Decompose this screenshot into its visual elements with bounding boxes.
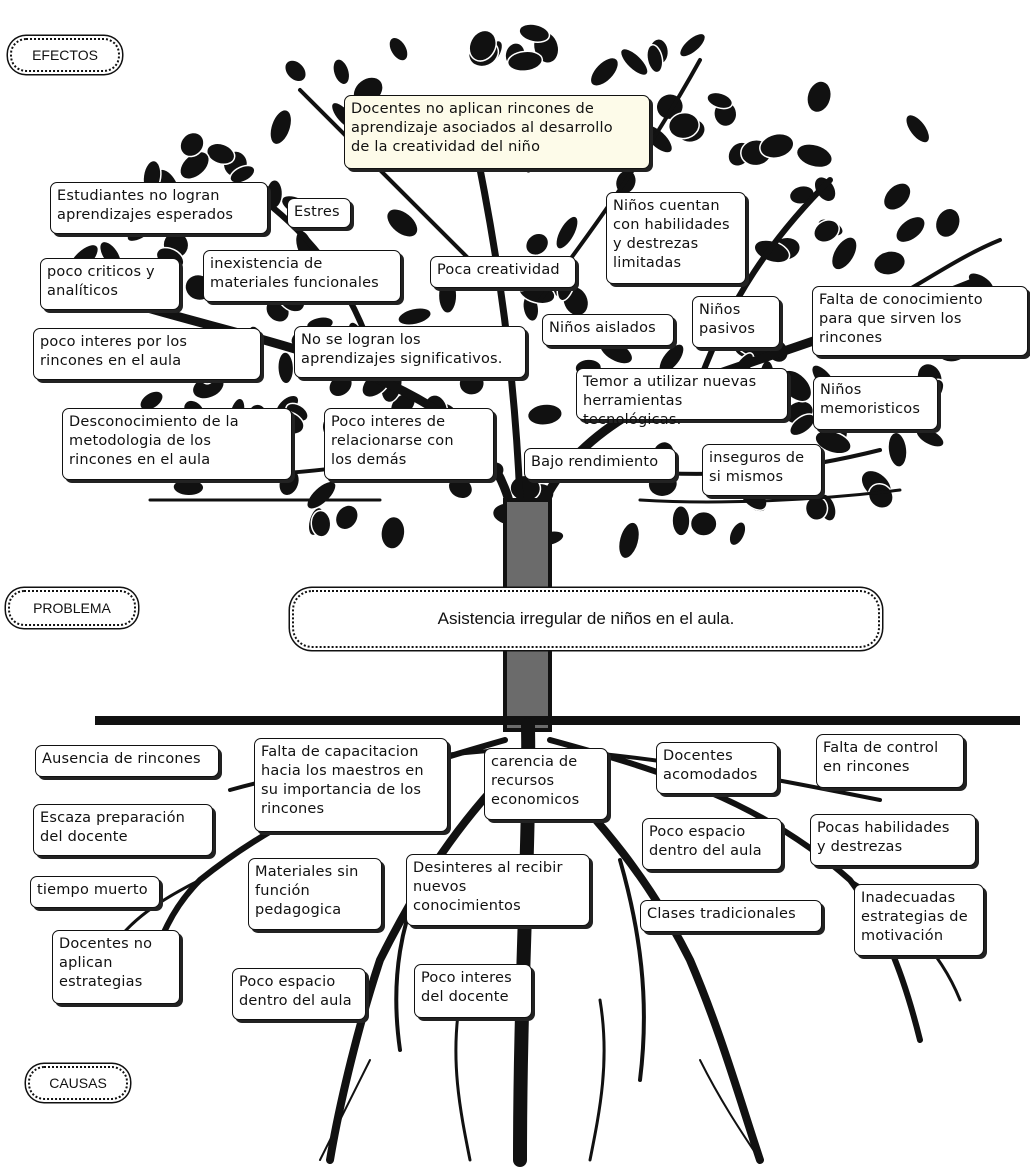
- effect-ninos-habilidades: Niños cuentan con habilidades y destreza…: [606, 192, 746, 284]
- leaf: [518, 23, 551, 43]
- leaf: [915, 426, 945, 448]
- leaf: [334, 504, 359, 531]
- leaf: [806, 80, 833, 114]
- problema-label: PROBLEMA: [8, 590, 136, 626]
- effect-ninos-pasivos: Niños pasivos: [692, 296, 780, 348]
- problem-statement: Asistencia irregular de niños en el aula…: [292, 590, 880, 648]
- leaf: [759, 132, 795, 159]
- effect-poco-interes-rincones: poco interes por los rincones en el aula: [33, 328, 261, 380]
- effect-poca-creatividad: Poca creatividad: [430, 256, 576, 288]
- leaf: [179, 131, 205, 158]
- leaf: [524, 232, 550, 257]
- leaf: [706, 91, 734, 110]
- leaf: [139, 390, 164, 412]
- cause-escaza-preparacion: Escaza preparación del docente: [33, 804, 213, 856]
- leaf: [867, 483, 894, 509]
- effect-temor-herramientas: Temor a utilizar nuevas herramientas tec…: [576, 368, 788, 428]
- effect-no-se-logran: No se logran los aprendizajes significat…: [294, 326, 526, 378]
- leaf: [385, 208, 419, 238]
- leaf: [526, 403, 563, 426]
- effect-inseguros: inseguros de si mismos: [702, 444, 822, 496]
- effect-inexistencia-materiales: inexistencia de materiales funcionales: [203, 250, 401, 302]
- leaf: [671, 504, 691, 537]
- effect-docentes-rincones: Docentes no aplican rincones de aprendiz…: [344, 95, 650, 169]
- cause-poco-espacio-1: Poco espacio dentro del aula: [642, 818, 782, 870]
- cause-materiales-sin-funcion: Materiales sin función pedagogica: [248, 858, 382, 930]
- leaf: [882, 182, 912, 212]
- effect-poco-criticos: poco criticos y analíticos: [40, 258, 180, 310]
- cause-poco-interes-docente: Poco interes del docente: [414, 964, 532, 1018]
- leaf: [310, 509, 332, 538]
- leaf: [269, 108, 293, 146]
- leaf: [795, 143, 834, 169]
- leaf: [895, 215, 926, 244]
- cause-ausencia-rincones: Ausencia de rincones: [35, 745, 219, 777]
- leaf: [804, 495, 829, 522]
- leaf: [277, 351, 295, 385]
- leaf: [332, 58, 351, 86]
- leaf: [506, 50, 544, 72]
- effect-desconocimiento-metodologia: Desconocimiento de la metodologia de los…: [62, 408, 292, 480]
- leaf: [619, 47, 649, 77]
- cause-docentes-no-aplican: Docentes no aplican estrategias: [52, 930, 180, 1004]
- leaf: [179, 150, 211, 181]
- leaf: [397, 306, 433, 327]
- leaf: [617, 521, 641, 560]
- cause-pocas-habilidades: Pocas habilidades y destrezas: [810, 814, 976, 866]
- effect-bajo-rendimiento: Bajo rendimiento: [524, 448, 676, 480]
- cause-clases-tradicionales: Clases tradicionales: [640, 900, 822, 932]
- effect-ninos-aislados: Niños aislados: [542, 314, 674, 346]
- leaf: [830, 236, 858, 271]
- leaf: [388, 36, 409, 62]
- cause-carencia-recursos: carencia de recursos economicos: [484, 748, 608, 820]
- causas-label: CAUSAS: [28, 1066, 128, 1100]
- leaf: [283, 59, 308, 83]
- leaf: [468, 29, 497, 62]
- effect-estudiantes-no-logran: Estudiantes no logran aprendizajes esper…: [50, 182, 268, 234]
- cause-falta-control: Falta de control en rincones: [816, 734, 964, 788]
- cause-docentes-acomodados: Docentes acomodados: [656, 742, 778, 794]
- leaf: [689, 510, 718, 537]
- leaf: [229, 164, 256, 184]
- leaf: [646, 44, 664, 74]
- effect-ninos-memoristicos: Niños memoristicos: [813, 376, 938, 430]
- cause-desinteres-recibir: Desinteres al recibir nuevos conocimient…: [406, 854, 590, 926]
- cause-tiempo-muerto: tiempo muerto: [30, 876, 160, 908]
- effect-falta-conocimiento: Falta de conocimiento para que sirven lo…: [812, 286, 1028, 356]
- leaf: [589, 56, 620, 87]
- leaf: [728, 521, 747, 547]
- effect-poco-interes-relacionarse: Poco interes de relacionarse con los dem…: [324, 408, 494, 480]
- leaf: [678, 32, 707, 58]
- leaf: [904, 113, 931, 144]
- cause-inadecuadas-estrategias: Inadecuadas estrategias de motivación: [854, 884, 984, 956]
- effect-estres: Estres: [287, 198, 351, 228]
- efectos-label: EFECTOS: [10, 38, 120, 72]
- leaf: [887, 431, 908, 468]
- leaf: [814, 429, 852, 455]
- leaf: [813, 219, 840, 243]
- leaf: [205, 142, 236, 166]
- leaf: [934, 207, 961, 239]
- leaf: [172, 478, 205, 497]
- leaf: [380, 515, 406, 550]
- ground-line: [95, 716, 1020, 725]
- leaf: [667, 111, 700, 140]
- cause-poco-espacio-2: Poco espacio dentro del aula: [232, 968, 366, 1020]
- cause-falta-capacitacion: Falta de capacitacion hacia los maestros…: [254, 738, 448, 832]
- leaf: [555, 215, 579, 250]
- leaf: [872, 250, 907, 276]
